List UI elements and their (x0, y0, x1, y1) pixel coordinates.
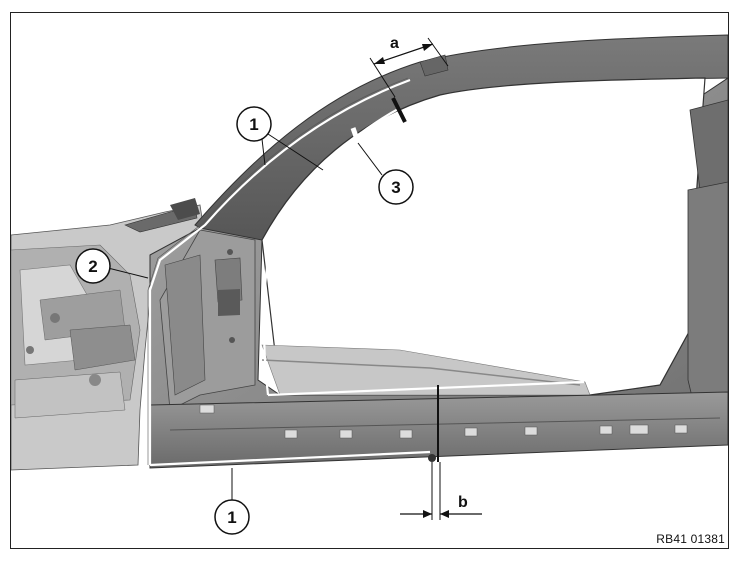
callout-1-bottom: 1 (214, 499, 250, 535)
callout-1-top-label: 1 (249, 115, 258, 134)
dimension-a-label: a (390, 35, 399, 52)
callout-1-bottom-label: 1 (227, 508, 236, 527)
callout-2: 2 (75, 248, 111, 284)
callout-3: 3 (378, 169, 414, 205)
reference-code: RB41 01381 (656, 532, 725, 546)
dimension-a: a (369, 35, 449, 98)
engine-bay-structure (11, 198, 206, 471)
callout-2-label: 2 (88, 257, 97, 276)
callout-3-label: 3 (391, 178, 400, 197)
leader-lines (107, 133, 383, 500)
cut-line-outline (148, 78, 585, 467)
dimension-b: b (400, 462, 482, 520)
dimension-b-label: b (458, 494, 468, 511)
callout-1-top: 1 (236, 106, 272, 142)
